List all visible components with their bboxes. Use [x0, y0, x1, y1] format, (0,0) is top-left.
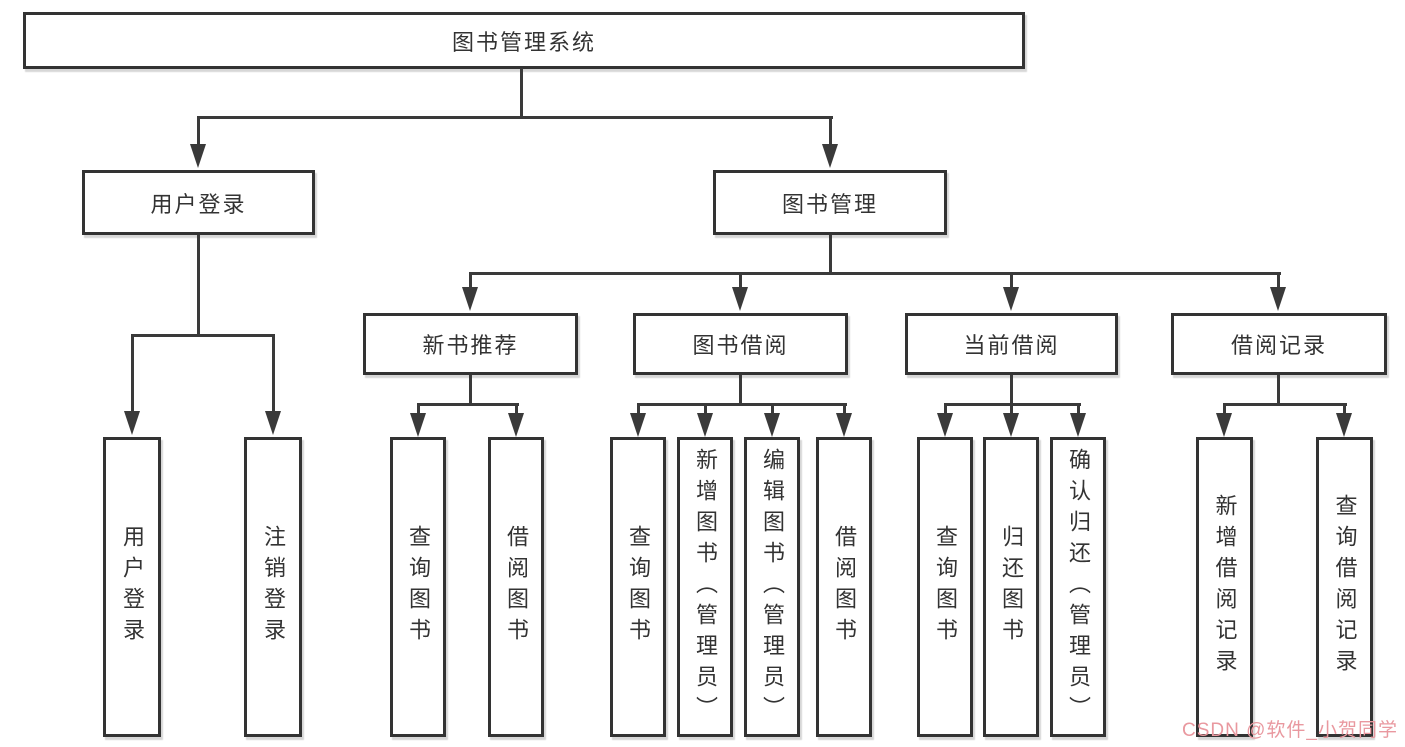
connector-line: [515, 405, 518, 416]
connector-line: [843, 405, 846, 416]
leaf-label: 归还图书: [999, 525, 1024, 649]
leaf-query-books-borrow: 查询图书: [610, 437, 666, 737]
arrow-down-icon: [1003, 413, 1019, 437]
arrow-down-icon: [937, 413, 953, 437]
leaf-label: 借阅图书: [832, 525, 857, 649]
node-new-book-recommend: 新书推荐: [363, 313, 578, 375]
connector-line: [131, 334, 275, 337]
node-label: 图书管理: [781, 191, 878, 217]
arrow-down-icon: [697, 413, 713, 437]
connector-line: [739, 375, 742, 406]
leaf-label: 用户登录: [120, 525, 145, 649]
arrow-down-icon: [1270, 287, 1286, 311]
arrow-down-icon: [1003, 287, 1019, 311]
connector-line: [197, 235, 200, 337]
leaf-borrow-books-recommend: 借阅图书: [488, 437, 544, 737]
connector-line: [944, 405, 947, 416]
connector-line: [197, 116, 833, 119]
watermark: CSDN @软件_小贺同学: [1182, 720, 1398, 741]
connector-line: [1077, 405, 1080, 416]
node-label: 当前借阅: [963, 333, 1060, 358]
arrow-down-icon: [265, 411, 281, 435]
node-label: 图书借阅: [692, 333, 789, 358]
connector-line: [704, 405, 707, 416]
arrow-down-icon: [190, 144, 206, 168]
leaf-label: 新增借阅记录: [1212, 494, 1238, 680]
leaf-label: 借阅图书: [504, 525, 529, 649]
connector-line: [520, 68, 523, 118]
leaf-label: 查询借阅记录: [1332, 494, 1358, 680]
connector-line: [637, 403, 847, 406]
connector-line: [131, 336, 134, 413]
node-label: 图书管理系统: [451, 29, 596, 55]
connector-line: [1010, 405, 1013, 416]
arrow-down-icon: [124, 411, 140, 435]
leaf-label: 新增图书（管理员）: [693, 447, 718, 727]
leaf-user-login: 用户登录: [103, 437, 161, 737]
connector-line: [469, 375, 472, 406]
node-book-management: 图书管理: [713, 170, 947, 235]
arrow-down-icon: [1336, 413, 1352, 437]
connector-line: [469, 272, 1281, 275]
arrow-down-icon: [1216, 413, 1232, 437]
connector-line: [469, 274, 472, 289]
leaf-label: 查询图书: [626, 525, 651, 649]
connector-line: [417, 403, 519, 406]
leaf-add-books-admin: 新增图书（管理员）: [677, 437, 733, 737]
leaf-confirm-return-admin: 确认归还（管理员）: [1050, 437, 1106, 737]
node-borrowing-records: 借阅记录: [1171, 313, 1387, 375]
leaf-edit-books-admin: 编辑图书（管理员）: [744, 437, 800, 737]
arrow-down-icon: [508, 413, 524, 437]
connector-line: [1223, 405, 1226, 416]
leaf-label: 查询图书: [406, 525, 431, 649]
connector-line: [637, 405, 640, 416]
leaf-add-borrow-record: 新增借阅记录: [1196, 437, 1253, 737]
connector-line: [1010, 274, 1013, 289]
connector-line: [1223, 403, 1347, 406]
connector-line: [272, 336, 275, 413]
connector-line: [1277, 375, 1280, 406]
leaf-label: 确认归还（管理员）: [1066, 447, 1091, 727]
connector-line: [829, 235, 832, 275]
node-current-borrowing: 当前借阅: [905, 313, 1118, 375]
arrow-down-icon: [732, 287, 748, 311]
node-user-login: 用户登录: [82, 170, 315, 235]
connector-line: [417, 405, 420, 416]
connector-line: [1277, 274, 1280, 289]
leaf-borrow-books: 借阅图书: [816, 437, 872, 737]
node-book-management-system: 图书管理系统: [23, 12, 1025, 69]
leaf-return-books: 归还图书: [983, 437, 1039, 737]
arrow-down-icon: [822, 144, 838, 168]
arrow-down-icon: [462, 287, 478, 311]
connector-line: [771, 405, 774, 416]
leaf-query-books-recommend: 查询图书: [390, 437, 446, 737]
node-label: 用户登录: [150, 191, 247, 217]
connector-line: [829, 118, 832, 148]
connector-line: [197, 118, 200, 148]
connector-line: [739, 274, 742, 289]
connector-line: [1010, 375, 1013, 406]
leaf-label: 注销登录: [261, 525, 286, 649]
connector-line: [944, 403, 1081, 406]
node-label: 借阅记录: [1230, 333, 1327, 358]
leaf-label: 编辑图书（管理员）: [760, 447, 785, 727]
leaf-query-books-current: 查询图书: [917, 437, 973, 737]
arrow-down-icon: [630, 413, 646, 437]
leaf-logout: 注销登录: [244, 437, 302, 737]
arrow-down-icon: [410, 413, 426, 437]
leaf-query-borrow-record: 查询借阅记录: [1316, 437, 1373, 737]
leaf-label: 查询图书: [933, 525, 958, 649]
connector-line: [1343, 405, 1346, 416]
node-label: 新书推荐: [422, 333, 519, 358]
arrow-down-icon: [836, 413, 852, 437]
node-book-borrowing: 图书借阅: [633, 313, 848, 375]
arrow-down-icon: [764, 413, 780, 437]
arrow-down-icon: [1070, 413, 1086, 437]
